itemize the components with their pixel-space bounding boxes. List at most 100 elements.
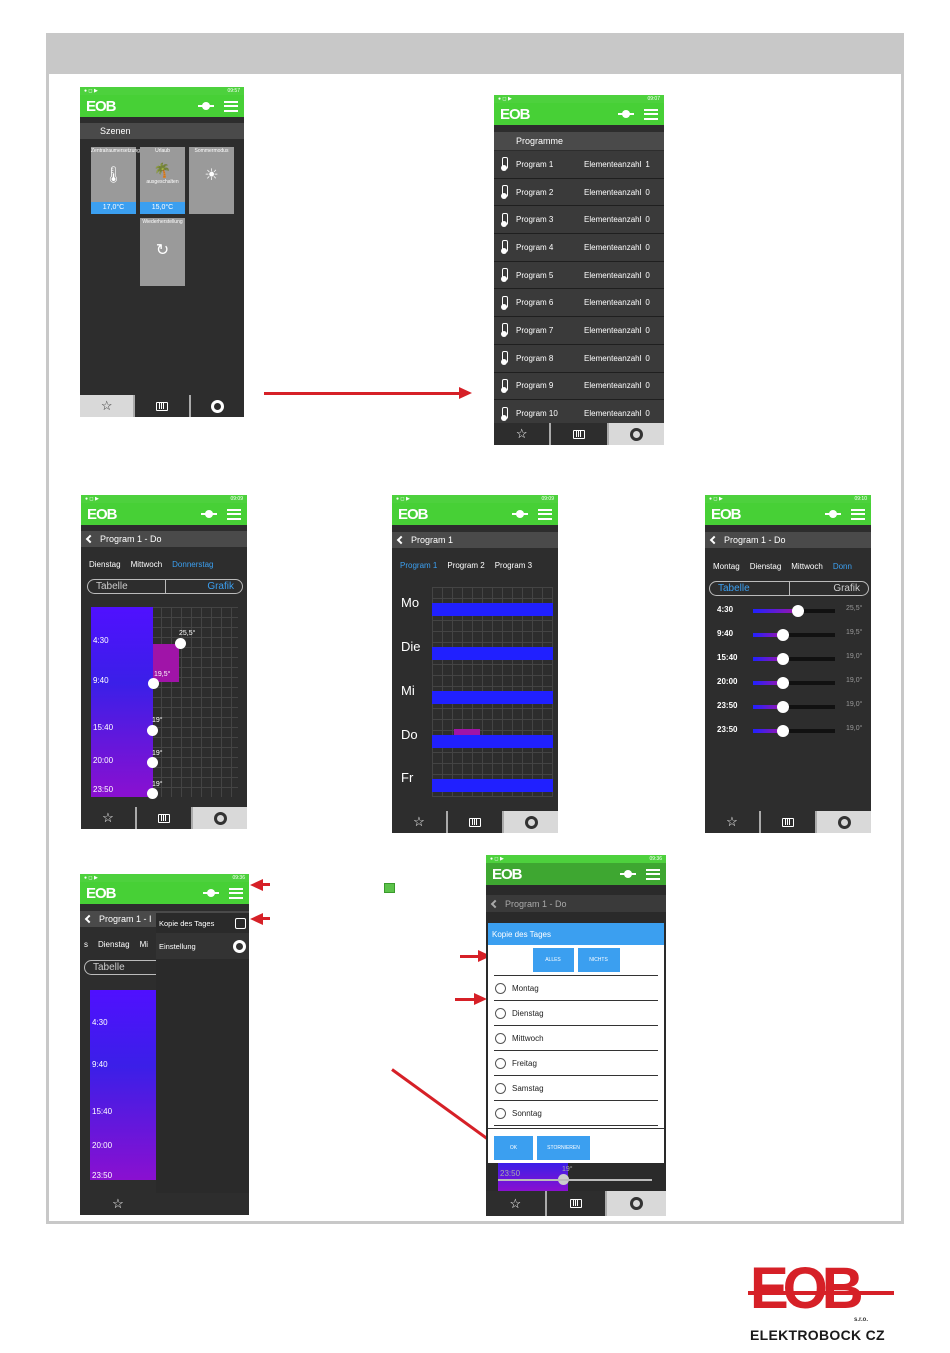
slider-thumb[interactable] bbox=[792, 605, 804, 617]
tab-table[interactable]: Tabelle bbox=[93, 962, 125, 973]
gauge-icon[interactable] bbox=[608, 423, 664, 445]
day-band-do[interactable] bbox=[432, 735, 553, 748]
menu-icon[interactable] bbox=[227, 508, 241, 520]
tab-wednesday[interactable]: Mittwoch bbox=[791, 561, 823, 571]
gauge-icon[interactable] bbox=[193, 807, 247, 829]
menu-icon[interactable] bbox=[851, 508, 865, 520]
day-option[interactable]: Sonntag bbox=[494, 1101, 658, 1126]
setpoint-handle[interactable] bbox=[147, 757, 158, 768]
tab-tuesday[interactable]: Dienstag bbox=[98, 939, 130, 949]
radio-icon[interactable] bbox=[495, 1107, 506, 1119]
setpoint-slider[interactable] bbox=[753, 653, 835, 665]
day-option[interactable]: Dienstag bbox=[494, 1001, 658, 1026]
menu-icon[interactable] bbox=[229, 887, 243, 899]
slider-thumb[interactable] bbox=[777, 701, 789, 713]
back-icon[interactable] bbox=[85, 534, 95, 544]
tab-graph[interactable]: Grafik bbox=[164, 580, 243, 593]
menu-icon[interactable] bbox=[538, 508, 552, 520]
menu-icon[interactable] bbox=[224, 100, 238, 112]
slider-thumb[interactable] bbox=[777, 629, 789, 641]
radiator-icon[interactable] bbox=[547, 1191, 608, 1216]
day-option[interactable]: Mittwoch bbox=[494, 1026, 658, 1051]
tab-table[interactable]: Tabelle bbox=[96, 581, 128, 592]
setpoint-handle[interactable] bbox=[148, 678, 159, 689]
slider-thumb[interactable] bbox=[777, 725, 789, 737]
select-all-button[interactable]: ALLES bbox=[532, 948, 574, 972]
radio-icon[interactable] bbox=[495, 1007, 506, 1019]
select-none-button[interactable]: NICHTS bbox=[577, 948, 620, 972]
gauge-icon[interactable] bbox=[190, 395, 244, 417]
star-icon[interactable]: ☆ bbox=[486, 1191, 547, 1216]
setpoint-slider[interactable] bbox=[753, 677, 835, 689]
slider-thumb[interactable] bbox=[777, 653, 789, 665]
tab-monday[interactable]: Montag bbox=[713, 561, 740, 571]
scene-tile-central[interactable]: Zentralraumersetzung 🌡 17,0°C bbox=[91, 147, 140, 214]
setpoint-slider[interactable] bbox=[753, 725, 835, 737]
tab-program-3[interactable]: Program 3 bbox=[494, 560, 533, 570]
scene-tile-restore[interactable]: Wiederherstellung ↻ bbox=[140, 218, 185, 286]
radiator-icon[interactable] bbox=[551, 423, 609, 445]
setpoint-handle[interactable] bbox=[147, 725, 158, 736]
back-icon[interactable] bbox=[709, 535, 719, 545]
day-band-fr[interactable] bbox=[432, 779, 553, 792]
day-band-mo[interactable] bbox=[432, 603, 553, 616]
tab-table[interactable]: Tabelle bbox=[718, 583, 750, 594]
back-icon[interactable] bbox=[396, 535, 406, 545]
menu-icon[interactable] bbox=[646, 868, 660, 880]
tab-tuesday[interactable]: Dienstag bbox=[89, 559, 121, 569]
tab-wednesday[interactable]: Mi bbox=[139, 939, 149, 949]
tab-graph[interactable]: Grafik bbox=[788, 582, 869, 595]
scene-tile-vacation[interactable]: Urlaub 🌴 ausgeschalten 15,0°C bbox=[140, 147, 185, 214]
gauge-icon[interactable] bbox=[817, 811, 871, 833]
scene-tile-summer[interactable]: Sommermodus ☀ bbox=[189, 147, 234, 214]
tab-partial[interactable]: s bbox=[84, 939, 88, 949]
tab-wednesday[interactable]: Mittwoch bbox=[130, 559, 163, 569]
setpoint-slider[interactable] bbox=[753, 605, 835, 617]
plug-icon[interactable] bbox=[201, 510, 217, 518]
tab-program-2[interactable]: Program 2 bbox=[447, 560, 485, 570]
radiator-icon[interactable] bbox=[761, 811, 817, 833]
day-option[interactable]: Freitag bbox=[494, 1051, 658, 1076]
setpoint-handle[interactable] bbox=[175, 638, 186, 649]
star-icon[interactable]: ☆ bbox=[81, 807, 137, 829]
radio-icon[interactable] bbox=[495, 1082, 506, 1094]
tab-thursday[interactable]: Donn bbox=[832, 561, 852, 571]
day-band-mi[interactable] bbox=[432, 691, 553, 704]
radio-icon[interactable] bbox=[495, 982, 506, 994]
plug-icon[interactable] bbox=[620, 870, 636, 878]
cancel-button[interactable]: STORNIEREN bbox=[537, 1135, 590, 1160]
setpoint-slider[interactable] bbox=[753, 701, 835, 713]
plug-icon[interactable] bbox=[198, 102, 214, 110]
ok-button[interactable]: OK bbox=[494, 1135, 533, 1160]
gauge-icon[interactable] bbox=[607, 1191, 666, 1216]
plug-icon[interactable] bbox=[618, 110, 634, 118]
tab-program-1[interactable]: Program 1 bbox=[400, 560, 438, 570]
day-band-die[interactable] bbox=[432, 647, 553, 660]
star-icon[interactable]: ☆ bbox=[705, 811, 761, 833]
radiator-icon[interactable] bbox=[135, 395, 191, 417]
plug-icon[interactable] bbox=[203, 889, 219, 897]
star-icon[interactable]: ☆ bbox=[392, 811, 448, 833]
day-option[interactable]: Samstag bbox=[494, 1076, 658, 1101]
menu-item-settings[interactable]: Einstellung bbox=[156, 933, 249, 959]
menu-item-copy-day[interactable]: Kopie des Tages bbox=[156, 913, 249, 933]
slider-thumb[interactable] bbox=[777, 677, 789, 689]
back-icon[interactable] bbox=[490, 899, 500, 908]
menu-icon[interactable] bbox=[644, 108, 658, 120]
tab-thursday[interactable]: Donnerstag bbox=[172, 559, 214, 569]
radio-icon[interactable] bbox=[495, 1057, 506, 1069]
setpoint-handle[interactable] bbox=[147, 788, 158, 799]
star-icon[interactable]: ☆ bbox=[80, 1193, 156, 1215]
day-option[interactable]: Montag bbox=[494, 976, 658, 1001]
plug-icon[interactable] bbox=[825, 510, 841, 518]
star-icon[interactable]: ☆ bbox=[80, 395, 136, 417]
